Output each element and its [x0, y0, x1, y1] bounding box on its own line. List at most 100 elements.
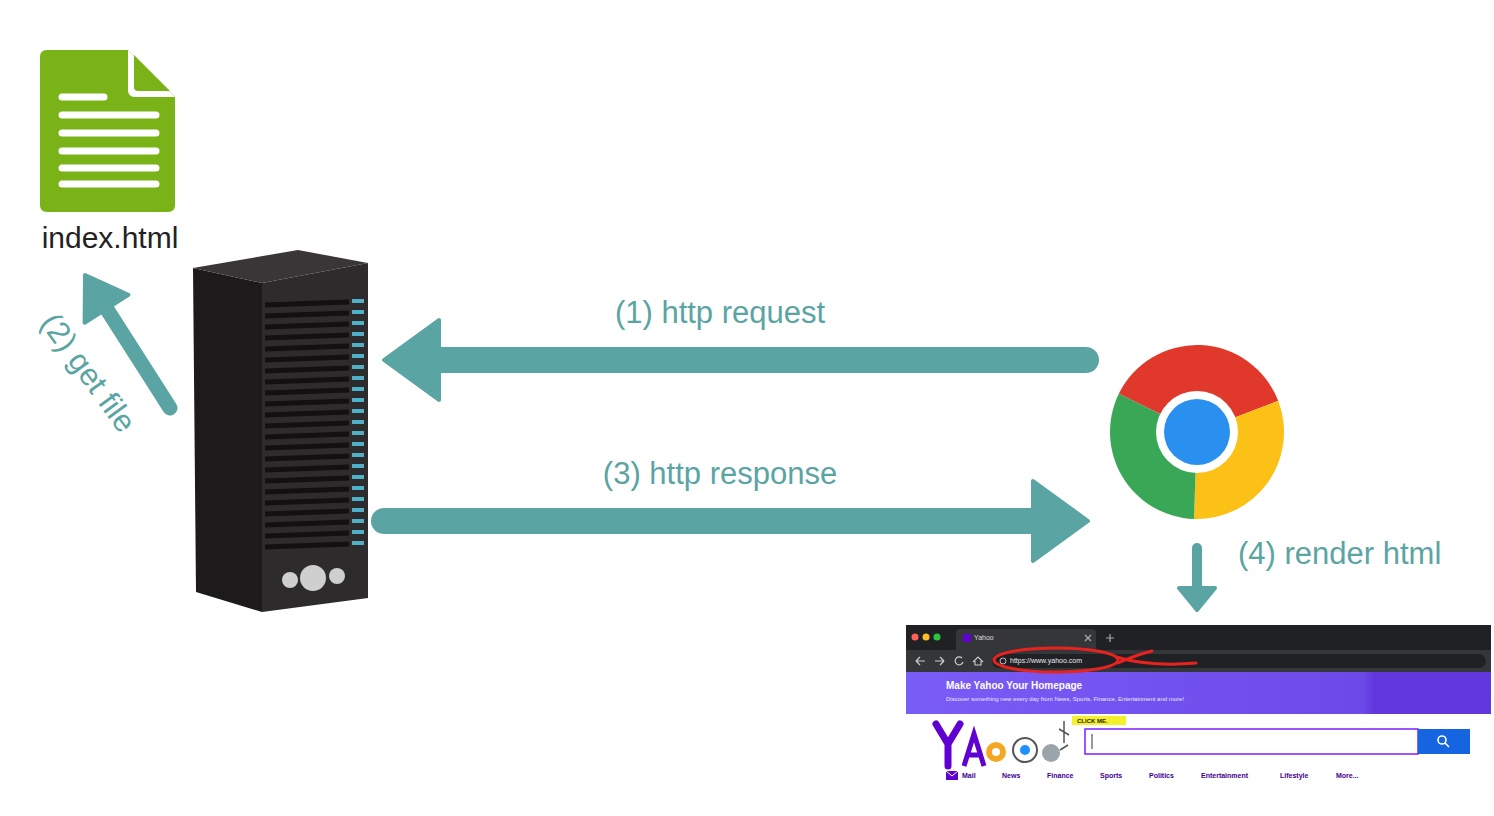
- url-text: https://www.yahoo.com: [1010, 657, 1082, 664]
- logo-doodle: [1020, 745, 1030, 755]
- server-slot: [265, 368, 349, 371]
- arrow-head: [1033, 481, 1088, 561]
- home-button: [973, 657, 983, 665]
- server-led: [352, 442, 364, 446]
- server-slot: [265, 401, 349, 404]
- nav-link: News: [1002, 772, 1020, 779]
- connector-arrow: [1179, 548, 1215, 610]
- server-led: [352, 332, 364, 336]
- server-slot: [265, 324, 349, 327]
- window-dot: [934, 634, 941, 641]
- info-icon: [1000, 658, 1006, 664]
- server-led: [352, 420, 364, 424]
- logo-doodle: [1042, 744, 1060, 762]
- step-label: (1) http request: [615, 296, 825, 330]
- file-line: [62, 112, 156, 119]
- server-led: [352, 497, 364, 501]
- window-dot: [912, 634, 919, 641]
- server-slot: [265, 346, 349, 349]
- browser-screenshot: Yahoo https://www.yahoo.comMake Yahoo You…: [906, 625, 1491, 787]
- nav-link: Finance: [1047, 772, 1073, 779]
- logo-center: [1110, 345, 1284, 519]
- server-slot: [265, 390, 349, 393]
- logo-doodle: [1059, 721, 1069, 750]
- file-line: [62, 148, 156, 155]
- url-field: [992, 654, 1486, 668]
- server-led: [352, 431, 364, 435]
- file-line: [62, 165, 156, 172]
- server-led: [352, 398, 364, 402]
- server-led: [352, 387, 364, 391]
- browser-logo: [1108, 343, 1288, 523]
- search-box: [1085, 729, 1418, 754]
- server-slot: [265, 533, 349, 536]
- mail-icon: [946, 771, 958, 780]
- reload-button: [955, 657, 963, 665]
- logo-core: [1164, 399, 1230, 465]
- server-led: [352, 299, 364, 303]
- tab-close: [1085, 635, 1091, 641]
- nav-link: More...: [1336, 772, 1359, 779]
- nav-link: Politics: [1149, 772, 1174, 779]
- arrow-head: [1179, 588, 1215, 610]
- logo-doodle: [964, 734, 984, 766]
- server-slot: [265, 434, 349, 437]
- browser-logo: [1110, 345, 1284, 519]
- server-slot: [265, 456, 349, 459]
- nav-link: Lifestyle: [1280, 772, 1308, 779]
- server-led: [352, 310, 364, 314]
- server-slot: [265, 544, 349, 547]
- server-led: [352, 486, 364, 490]
- file-line: [62, 181, 156, 188]
- nav-link: Sports: [1100, 772, 1122, 779]
- browser-tab: [956, 629, 1096, 650]
- tab-favicon: [963, 634, 971, 642]
- badge-text: CLICK ME.: [1077, 718, 1108, 724]
- file-line: [62, 130, 156, 137]
- arrow-head: [384, 320, 439, 400]
- server-slot: [265, 500, 349, 503]
- step-label: (3) http response: [603, 457, 837, 491]
- tab-title: Yahoo: [974, 634, 994, 641]
- connector-arrow: [384, 320, 1086, 400]
- server-slot: [265, 379, 349, 382]
- file-line: [62, 94, 104, 101]
- server-side: [193, 268, 262, 612]
- window-dot: [923, 634, 930, 641]
- logo-ring: [1156, 391, 1238, 473]
- server-led: [352, 354, 364, 358]
- search-icon: [1438, 736, 1446, 744]
- server-led: [352, 321, 364, 325]
- text-cursor: [1092, 734, 1093, 749]
- server-front: [262, 263, 368, 612]
- search-icon: [1445, 743, 1449, 747]
- logo-doodle: [936, 724, 960, 766]
- connector-arrow: [384, 481, 1088, 561]
- server-button: [329, 568, 345, 584]
- nav-link: Entertainment: [1201, 772, 1248, 779]
- file-fold-gap: [128, 50, 175, 97]
- browser-screenshot-art: [906, 625, 1491, 787]
- server-led: [352, 409, 364, 413]
- click-badge: [1072, 716, 1126, 725]
- logo-doodle: [1013, 738, 1037, 762]
- server-slot: [265, 423, 349, 426]
- server-button: [282, 572, 298, 588]
- server-slot: [265, 522, 349, 525]
- banner-title: Make Yahoo Your Homepage: [946, 681, 1082, 691]
- arrow-head: [85, 275, 129, 323]
- search-button: [1418, 729, 1470, 754]
- server-button: [300, 565, 326, 591]
- logo-doodle: [986, 742, 1006, 762]
- page-ground: [906, 625, 1491, 787]
- highlight-scribble: [994, 648, 1118, 672]
- mail-icon: [946, 771, 958, 776]
- server-led: [352, 541, 364, 545]
- file-body: [40, 50, 175, 212]
- new-tab: [1106, 634, 1114, 642]
- server-led: [352, 475, 364, 479]
- server-slot: [265, 467, 349, 470]
- highlight-scribble: [1116, 651, 1196, 664]
- server-slot: [265, 489, 349, 492]
- server-led: [352, 453, 364, 457]
